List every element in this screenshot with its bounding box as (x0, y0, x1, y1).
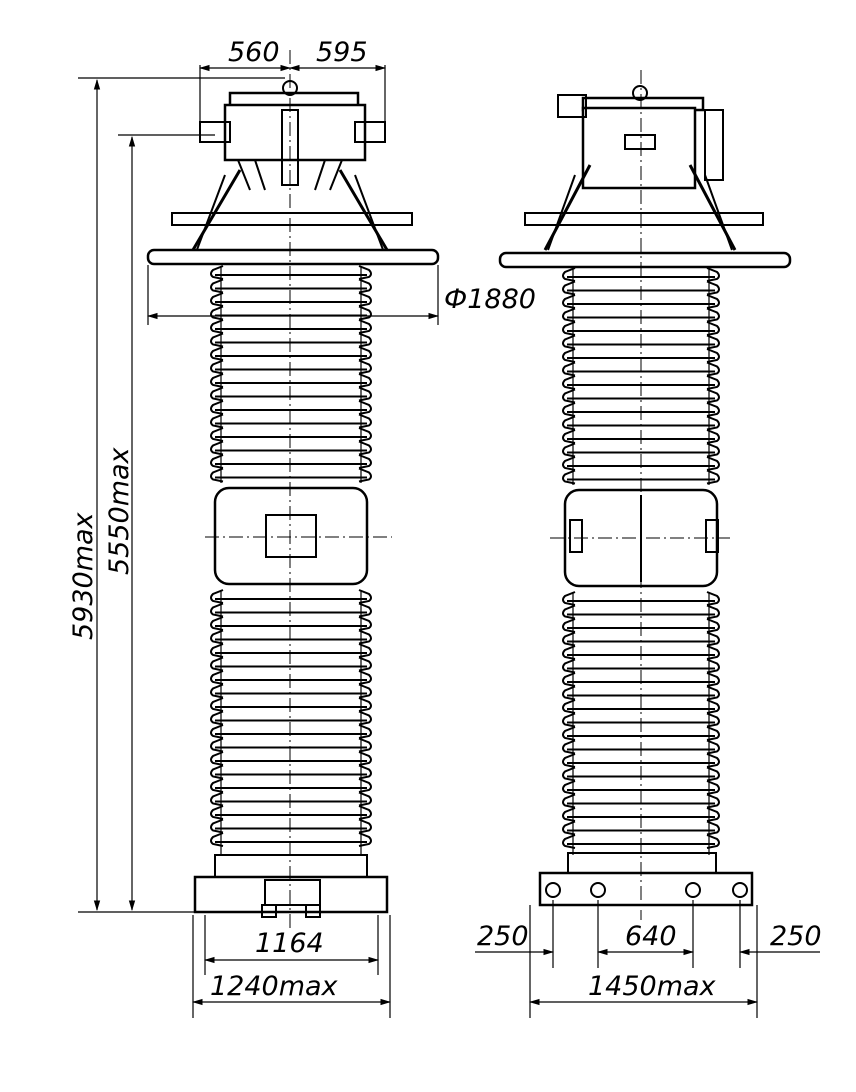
front-upper-sheds (210, 265, 372, 483)
side-tank-box-left (569, 519, 583, 553)
side-base-bolt-2 (590, 882, 606, 898)
front-lower-shed (210, 805, 372, 820)
side-lower-shed (562, 604, 720, 620)
front-base-collar (214, 854, 368, 878)
side-view (498, 70, 792, 920)
front-lower-shed (210, 778, 372, 793)
side-upper-core (572, 268, 710, 485)
front-upper-core (220, 266, 362, 483)
front-upper-shed (210, 292, 372, 307)
front-lower-shed (210, 751, 372, 766)
front-lower-sheds (210, 589, 372, 855)
front-upper-shed (210, 346, 372, 361)
side-base-plate (538, 871, 754, 907)
front-upper-shed (210, 373, 372, 388)
front-view (146, 50, 440, 930)
label-560: 560 (228, 37, 280, 68)
dimension-labels: 560 595 5930max 5550max Ф1880 1164 1240m… (68, 37, 822, 1002)
front-foot-left (261, 904, 277, 918)
front-lower-shed (210, 670, 372, 685)
front-upper-shed (210, 359, 372, 375)
front-lower-shed (210, 710, 372, 726)
side-lifting-eye (632, 85, 648, 101)
front-upper-shed (210, 413, 372, 429)
front-lower-shed (210, 683, 372, 699)
side-base-bolt-1 (545, 882, 561, 898)
side-upper-shed (562, 388, 720, 404)
front-lower-shed (210, 616, 372, 631)
side-lower-shed (562, 699, 720, 714)
front-lower-shed (210, 764, 372, 780)
side-grading-ring (498, 251, 792, 269)
front-lower-shed (210, 656, 372, 672)
side-lower-shed (562, 753, 720, 768)
label-250-right: 250 (770, 921, 822, 952)
front-upper-shed (210, 440, 372, 456)
label-595: 595 (316, 37, 368, 68)
front-lower-shed (210, 643, 372, 658)
side-lower-core (572, 592, 710, 855)
label-1240max: 1240max (210, 971, 339, 1002)
side-upper-shed (562, 267, 720, 282)
side-gauge-right (704, 109, 724, 181)
front-upper-shed (210, 427, 372, 442)
front-head-struts (237, 159, 343, 191)
front-base-plate (193, 875, 389, 914)
side-base-bolt-3 (685, 882, 701, 898)
front-upper-shed (210, 467, 372, 483)
front-lower-shed (210, 724, 372, 739)
front-upper-shed (210, 265, 372, 280)
label-250-left: 250 (477, 921, 529, 952)
front-upper-shed (210, 400, 372, 415)
front-upper-shed (210, 332, 372, 348)
side-upper-shed (562, 442, 720, 458)
front-lower-shed (210, 791, 372, 807)
front-upper-shed (210, 278, 372, 294)
front-grading-bar (171, 212, 413, 226)
dimension-lines (78, 64, 820, 1018)
front-foot-right (305, 904, 321, 918)
side-lower-shed (562, 658, 720, 674)
side-grading-bar (524, 212, 764, 226)
label-5550max: 5550max (104, 446, 135, 575)
side-base-bolt-4 (732, 882, 748, 898)
front-lower-shed (210, 818, 372, 834)
front-lower-shed (210, 697, 372, 712)
label-1880: Ф1880 (444, 284, 536, 315)
front-nameplate (265, 514, 317, 558)
side-valve-left (557, 94, 587, 118)
front-upper-shed (210, 386, 372, 402)
front-lower-shed (210, 589, 372, 604)
front-head-housing (223, 103, 367, 162)
side-upper-shed (562, 321, 720, 336)
side-head-bolt (624, 134, 656, 150)
front-lower-shed (210, 629, 372, 645)
front-upper-shed (210, 319, 372, 334)
front-lower-shed (210, 737, 372, 753)
label-640: 640 (625, 921, 677, 952)
label-1450max: 1450max (588, 971, 717, 1002)
front-middle-tank (213, 486, 369, 586)
front-frame-inner (194, 174, 386, 256)
label-1164: 1164 (255, 928, 324, 959)
front-lower-shed (210, 602, 372, 618)
front-lower-shed (210, 832, 372, 847)
front-lower-core (220, 590, 362, 855)
side-base-collar (567, 852, 717, 874)
front-upper-shed (210, 305, 372, 321)
front-terminal-box (264, 879, 321, 906)
side-tank-box-right (705, 519, 719, 553)
side-lower-shed (562, 820, 720, 836)
front-grading-ring (146, 248, 440, 266)
front-upper-shed (210, 454, 372, 469)
label-5930max: 5930max (68, 511, 99, 640)
